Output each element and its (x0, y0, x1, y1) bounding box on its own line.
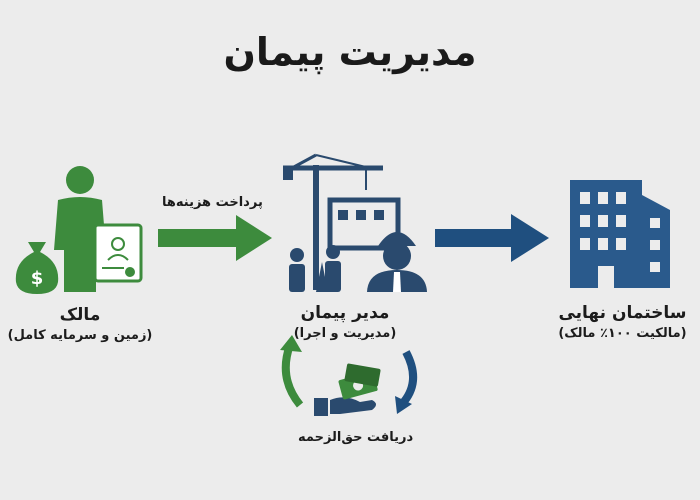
owner-caption: مالک (زمین و سرمایه کامل) (5, 305, 155, 343)
payment-label: پرداخت هزینه‌ها (162, 195, 263, 210)
payment-arrow (158, 215, 272, 261)
page-title: مدیریت پیمان (223, 30, 477, 74)
fee-cycle-icon (280, 335, 417, 416)
owner-label: مالک (59, 305, 101, 325)
delivery-arrow (435, 214, 549, 262)
building-icon (570, 180, 670, 288)
owner-sublabel: (زمین و سرمایه کامل) (7, 328, 153, 343)
building-sublabel: (مالکیت ۱۰۰٪ مالک) (558, 326, 687, 341)
manager-caption: مدیر پیمان (مدیریت و اجرا) (280, 303, 410, 341)
building-caption: ساختمان نهایی (مالکیت ۱۰۰٪ مالک) (550, 303, 695, 341)
owner-icon: $ (15, 166, 143, 294)
manager-label: مدیر پیمان (300, 303, 390, 323)
construction-icon (283, 153, 427, 292)
building-label: ساختمان نهایی (558, 303, 687, 323)
fee-label: دریافت حق‌الزحمه (298, 430, 414, 445)
svg-text:$: $ (31, 268, 44, 289)
manager-sublabel: (مدیریت و اجرا) (293, 326, 397, 341)
